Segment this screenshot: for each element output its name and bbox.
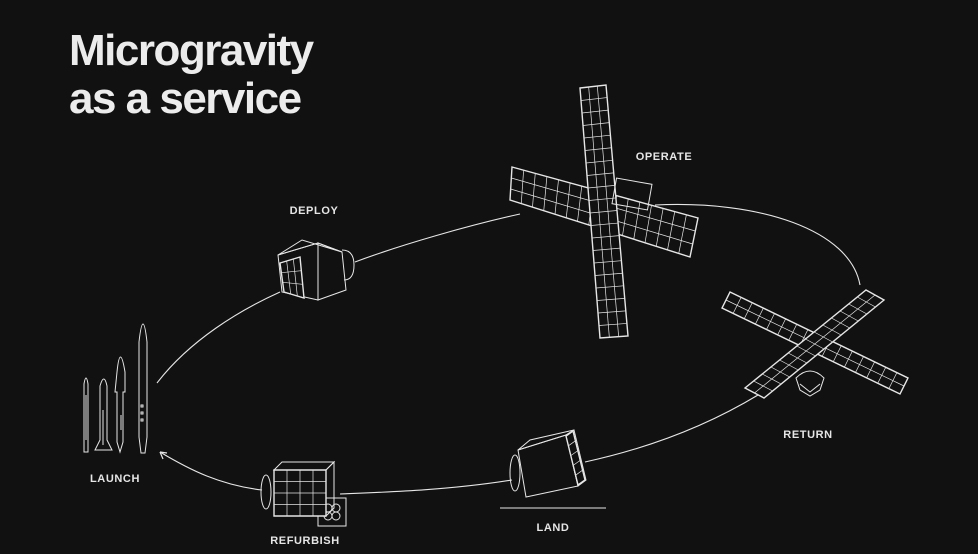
operate-panel-horizontal-gridline	[667, 211, 676, 250]
return-panel-b-gridline	[857, 296, 876, 308]
return-panel-b-gridline	[788, 352, 808, 364]
return-panel-b-gridline	[848, 303, 868, 315]
operate-panel-vertical-gridline	[581, 109, 609, 114]
operate-panel-horizontal-gridline	[520, 170, 524, 204]
stage-label-return: RETURN	[783, 429, 833, 441]
operate-panel-horizontal-gridline	[532, 173, 536, 208]
land-panel	[565, 429, 586, 487]
return-panel-b-gridline	[831, 317, 850, 329]
operate-panel-horizontal-gridline	[577, 186, 583, 222]
operate-panel-vertical-gridline	[583, 134, 611, 139]
return-panel-b-gridline	[762, 373, 782, 385]
operate-panel-vertical-gridline	[597, 310, 626, 314]
deploy-panel-gridline	[282, 281, 303, 285]
operate-panel-vertical-gridline	[591, 235, 620, 239]
return-panel-b-gridline	[805, 338, 825, 350]
deploy-panel-gridline	[286, 260, 292, 295]
refurbish-station-icon	[260, 460, 347, 527]
deploy-panel-gridline	[292, 258, 298, 297]
return-panel-b-gridline	[813, 331, 833, 343]
stage-label-refurbish: REFURBISH	[270, 535, 340, 547]
operate-panel-vertical-gridline	[586, 172, 614, 176]
deploy-panel-gridline	[281, 270, 302, 274]
return-panel-b-gridline	[779, 359, 799, 371]
return-satellite-icon	[721, 289, 909, 399]
operate-panel-vertical-gridline	[585, 159, 613, 164]
title-line-1: Microgravity	[69, 26, 314, 75]
land-panel-gridline	[570, 450, 579, 456]
return-panel-b-gridline	[796, 345, 816, 357]
return-panel-b-gridline	[770, 366, 790, 378]
return-panel-b-gridline	[753, 380, 773, 392]
operate-panel-horizontal-gridline	[655, 208, 664, 247]
stage-label-land: LAND	[536, 522, 570, 534]
land-panel-gridline	[575, 469, 583, 476]
operate-panel-horizontal-gridline	[543, 176, 548, 211]
operate-panel-vertical-gridline	[596, 298, 625, 301]
stage-label-deploy: DEPLOY	[289, 205, 339, 217]
title-line-2: as a service	[69, 74, 302, 123]
operate-panel-horizontal-gridline	[565, 182, 571, 218]
operate-panel-horizontal-gridline	[644, 205, 652, 243]
page-title: Microgravity as a service	[69, 26, 314, 123]
operate-panel-vertical-gridline	[593, 260, 622, 264]
operate-panel-vertical-gridline	[592, 247, 621, 251]
operate-panel-vertical-gridline	[590, 222, 619, 226]
return-panel-b-gridline	[839, 310, 859, 322]
operate-panel-vertical-gridline	[584, 147, 612, 151]
operate-panel-vertical-gridline	[587, 185, 615, 189]
operate-panel-vertical-gridline	[588, 197, 616, 201]
orbit-path	[156, 203, 861, 495]
operate-panel-horizontal-gridline	[622, 198, 629, 236]
operate-panel-vertical-gridline	[594, 272, 623, 276]
rockets-icon	[83, 323, 148, 454]
stage-label-launch: LAUNCH	[89, 473, 141, 485]
return-panel-b-gridline	[822, 324, 842, 336]
operate-panel-horizontal-gridline	[554, 179, 559, 215]
land-panel-gridline	[572, 460, 581, 466]
operate-panel-vertical-gridline	[580, 97, 608, 101]
operate-panel-vertical-gridline	[595, 285, 624, 289]
land-capsule-icon	[500, 429, 606, 509]
operate-panel-horizontal-gridline	[678, 214, 687, 254]
operate-panel-vertical-gridline	[598, 323, 627, 326]
operate-panel-vertical-gridline	[589, 210, 618, 214]
operate-panel-vertical-gridline	[582, 122, 610, 126]
land-panel-gridline	[568, 440, 576, 447]
operate-satellite-icon	[509, 84, 699, 339]
deploy-satellite-icon	[277, 239, 355, 301]
deploy-panel	[279, 256, 305, 299]
stage-label-operate: OPERATE	[635, 151, 693, 163]
